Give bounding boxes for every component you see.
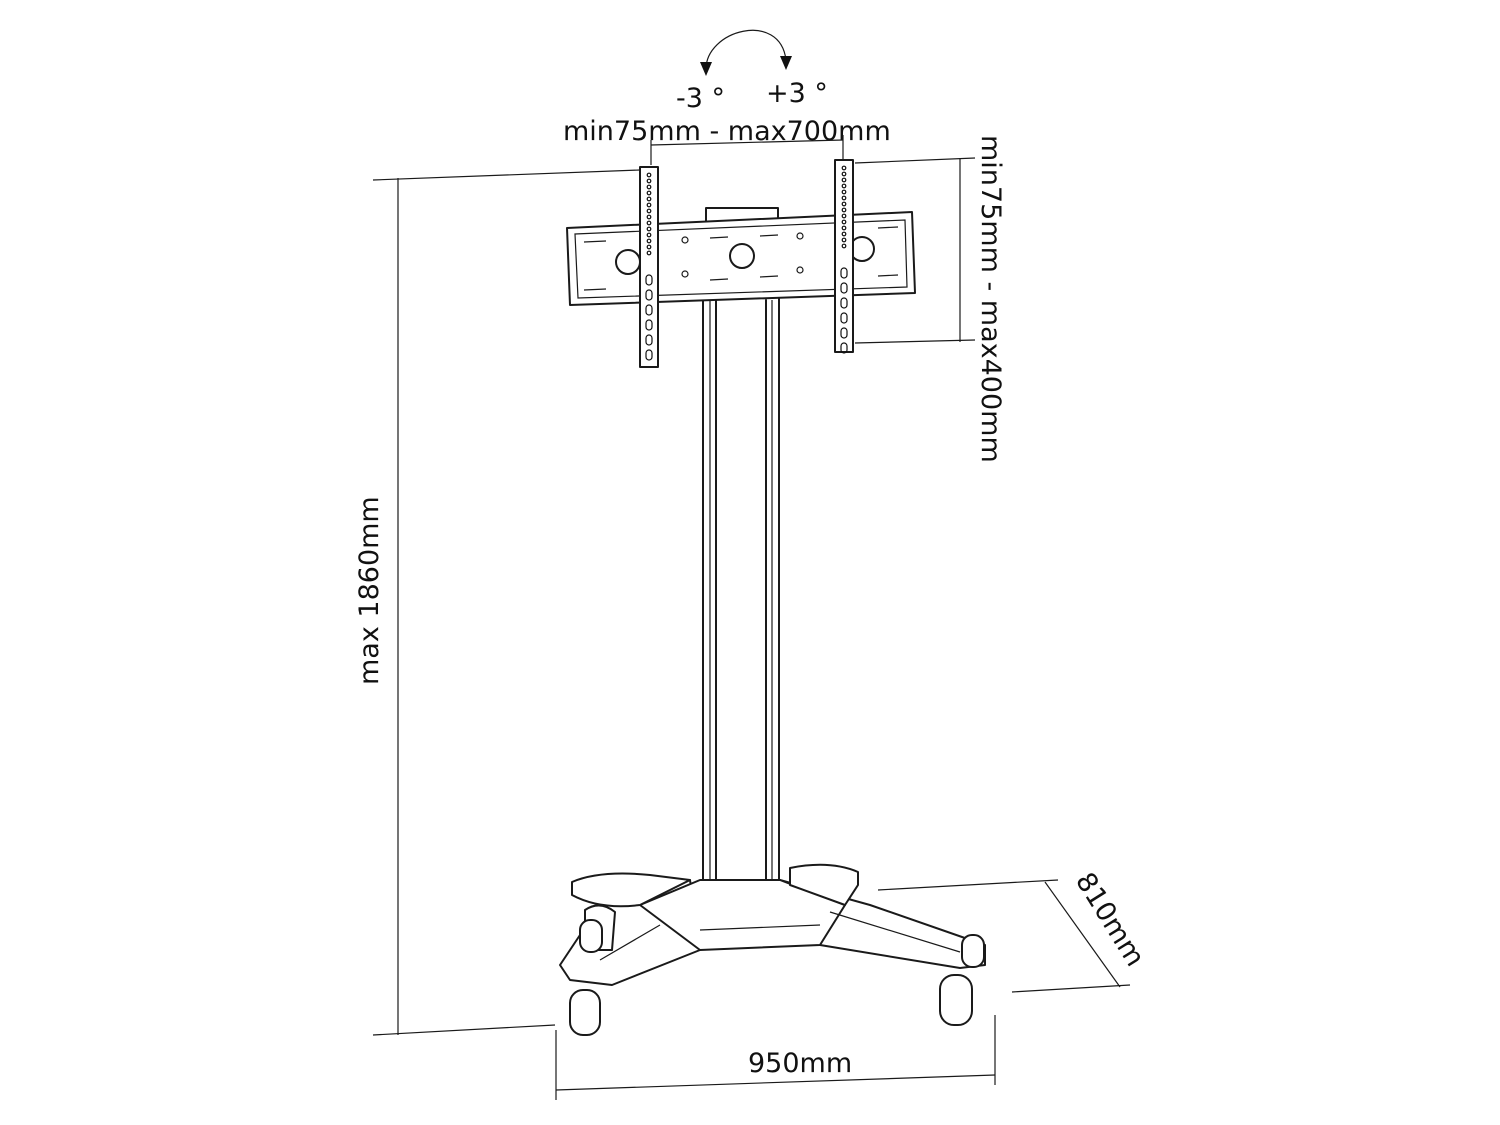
arm-slot [645, 274, 653, 286]
arm-hole [646, 184, 652, 190]
mount-arm-right [834, 159, 854, 354]
arm-slot [840, 342, 848, 354]
arm-hole [841, 189, 847, 195]
arm-hole [646, 220, 652, 226]
arm-hole [646, 190, 652, 196]
mount-plate [566, 207, 916, 306]
arm-hole [841, 219, 847, 225]
arm-slot [645, 349, 653, 361]
stand-column [702, 289, 780, 896]
arm-hole [841, 195, 847, 201]
arm-hole [646, 178, 652, 184]
arm-slot [645, 304, 653, 316]
arm-hole [841, 207, 847, 213]
max-height-dimension [372, 169, 641, 1036]
vesa-width-dimension [650, 135, 844, 165]
arm-slot [645, 289, 653, 301]
base-depth-label: 810mm [1069, 867, 1150, 972]
arm-hole [841, 243, 847, 249]
arm-hole [646, 226, 652, 232]
arm-hole [841, 237, 847, 243]
arm-hole [841, 213, 847, 219]
arm-hole [841, 165, 847, 171]
arm-slot [645, 334, 653, 346]
arm-hole [646, 238, 652, 244]
vesa-height-dimension [854, 157, 976, 344]
base-width-label: 950mm [748, 1048, 852, 1079]
arm-hole [841, 171, 847, 177]
arm-hole [646, 202, 652, 208]
arm-slot [840, 297, 848, 309]
arm-hole [841, 201, 847, 207]
arm-hole [841, 225, 847, 231]
max-height-label: max 1860mm [354, 496, 385, 685]
arm-hole [646, 208, 652, 214]
arm-hole [646, 250, 652, 256]
base-depth-dimension [877, 879, 1131, 993]
arm-slot [840, 327, 848, 339]
arm-slot [840, 282, 848, 294]
tilt-plus-label: +3 ° [766, 78, 828, 109]
base-width-dimension [555, 1015, 996, 1100]
arm-hole [646, 196, 652, 202]
tilt-minus-label: -3 ° [676, 83, 725, 114]
arm-hole [646, 172, 652, 178]
arm-hole [646, 232, 652, 238]
arm-hole [646, 214, 652, 220]
tilt-arrow-icon [700, 29, 792, 76]
arm-slot [840, 267, 848, 279]
vesa-height-label: min75mm - max400mm [975, 135, 1006, 463]
arm-hole [646, 244, 652, 250]
arm-hole [841, 177, 847, 183]
arm-hole [841, 183, 847, 189]
vesa-width-label: min75mm - max700mm [563, 116, 891, 147]
caster-wheels [569, 919, 985, 1036]
arm-slot [840, 312, 848, 324]
stand-base [559, 863, 986, 986]
arm-hole [841, 231, 847, 237]
arm-slot [645, 319, 653, 331]
mount-arm-left [639, 166, 659, 368]
